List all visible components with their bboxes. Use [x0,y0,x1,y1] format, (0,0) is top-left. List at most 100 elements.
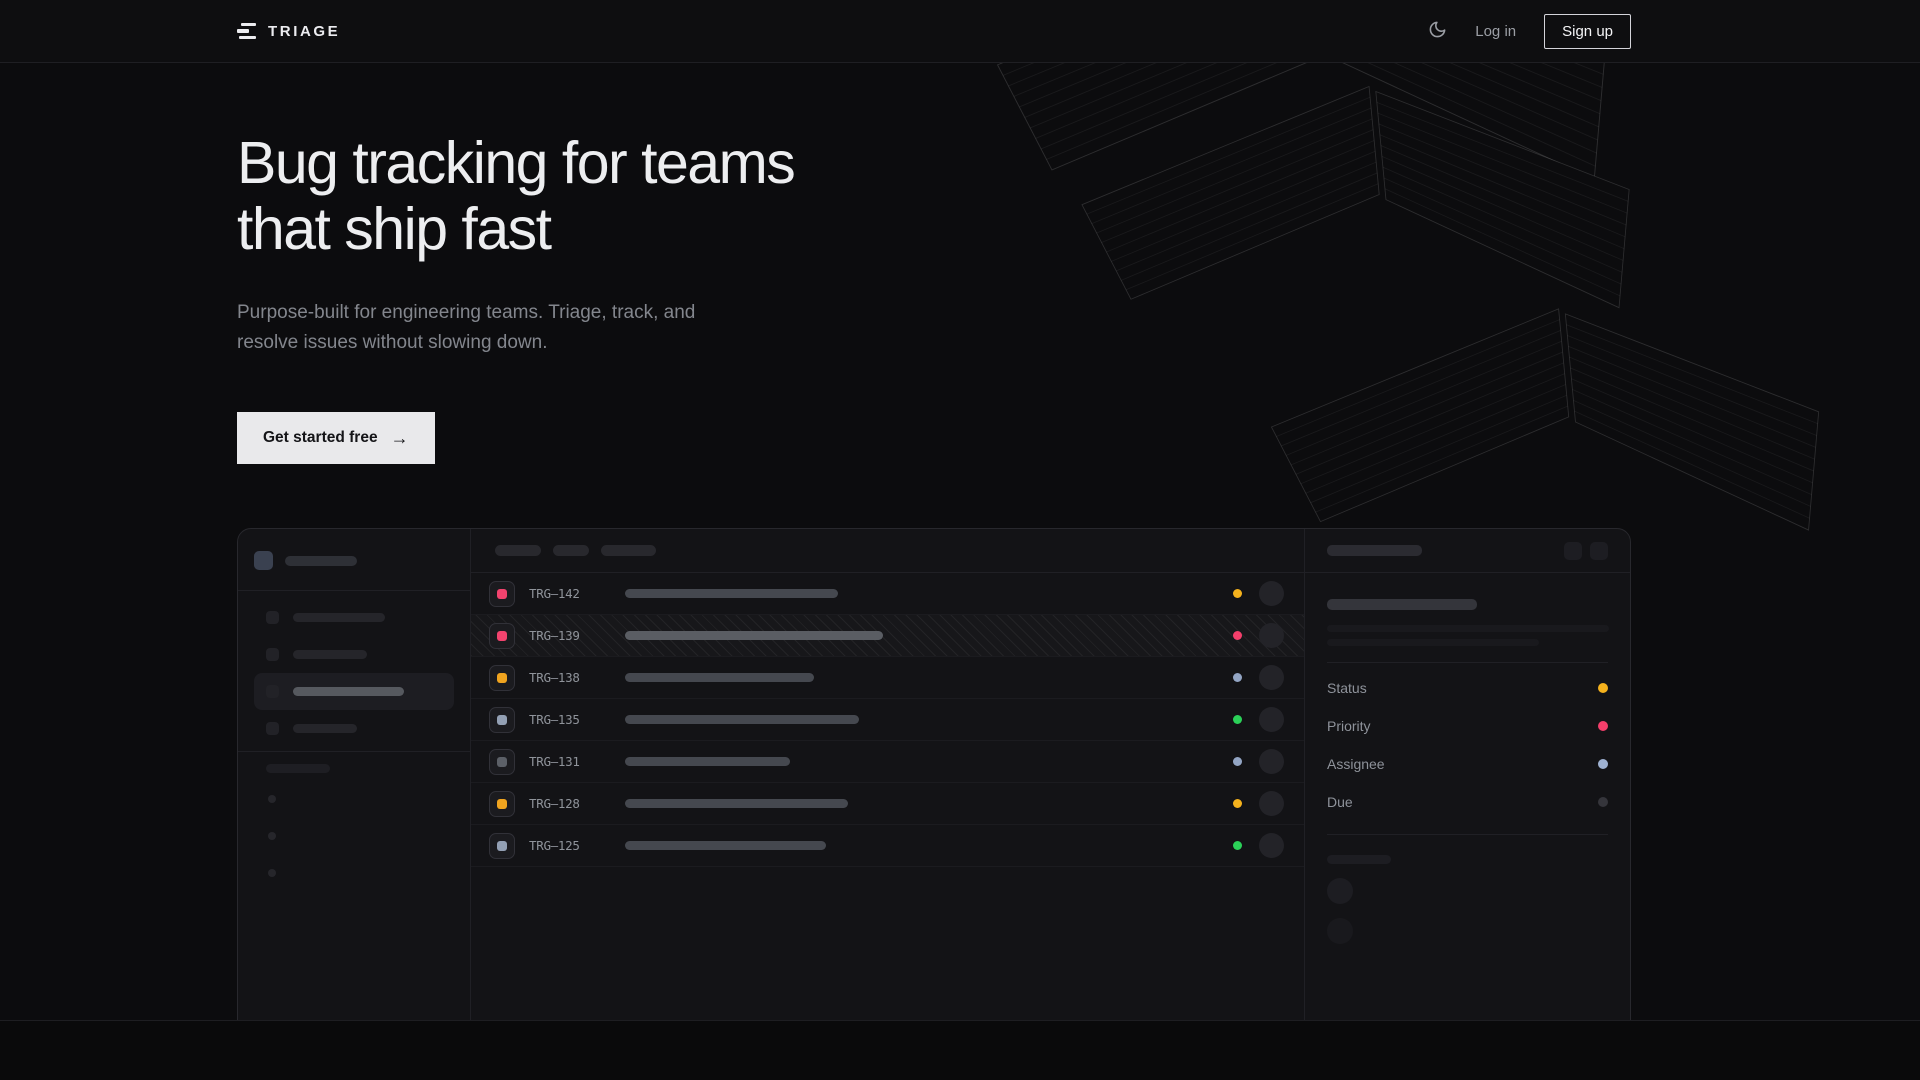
issue-id: TRG–128 [529,796,580,812]
arrow-right-icon: → [390,428,409,449]
issue-id: TRG–125 [529,838,580,854]
panel-field: Due [1327,783,1608,821]
tab-skeleton [495,545,541,557]
signup-button[interactable]: Sign up [1544,13,1631,49]
title-line-2: that ship fast [237,196,552,263]
issue-type-icon [489,622,515,649]
sidebar-dot-skeleton [268,832,276,841]
issue-row: TRG–139 [471,615,1304,658]
panel-divider [1327,662,1608,664]
get-started-button[interactable]: Get started free → [237,412,435,465]
status-dot [1233,631,1242,641]
status-dot [1233,757,1242,767]
assignee-avatar [1259,665,1284,691]
issue-row: TRG–138 [471,657,1304,700]
brand[interactable]: TRIAGE [237,22,341,40]
mockup-sidebar [238,529,471,1020]
panel-field-dot [1598,721,1608,732]
tab-skeleton [553,545,589,557]
panel-button-skeleton [1564,541,1582,560]
nav-label-skeleton [293,650,367,660]
nav-label-skeleton [293,687,404,697]
issue-row: TRG–125 [471,825,1304,868]
issue-row: TRG–128 [471,783,1304,826]
panel-field: Status [1327,669,1608,707]
issue-description-skeleton [1327,639,1539,647]
issue-id: TRG–138 [529,670,580,686]
login-link[interactable]: Log in [1475,22,1517,40]
navbar-inner: TRIAGE Log in Sign up [237,0,1631,62]
panel-divider [1327,834,1608,836]
sidebar-section-label-skeleton [266,764,330,774]
next-section-band [0,1020,1920,1080]
issue-type-icon [489,748,515,775]
nav-icon-skeleton [266,648,279,662]
sidebar-nav-skeleton [254,599,454,747]
issue-type-icon [489,790,515,817]
issue-title-skeleton [625,841,826,851]
sidebar-divider [238,751,470,753]
nav-label-skeleton [293,724,357,734]
navbar-actions: Log in Sign up [1428,13,1631,49]
nav-icon-skeleton [266,611,279,625]
title-line-1: Bug tracking for teams [237,130,796,196]
panel-header-skeleton [1327,545,1422,557]
hero-subtitle: Purpose-built for engineering teams. Tri… [237,302,696,353]
issue-title-skeleton [625,799,848,809]
issue-row: TRG–131 [471,741,1304,784]
sidebar-dot-skeleton [268,869,276,878]
nav-label-skeleton [293,613,385,623]
status-dot [1233,715,1242,725]
activity-avatar-skeleton [1327,878,1353,905]
theme-toggle-button[interactable] [1428,20,1447,42]
sidebar-nav-item-skeleton [254,599,454,636]
assignee-avatar [1259,833,1284,859]
issue-id: TRG–131 [529,754,580,770]
issue-title-skeleton [625,757,790,767]
moon-icon [1428,20,1447,42]
triage-logo-icon [237,22,257,40]
brand-name: TRIAGE [268,22,341,40]
panel-field-label: Assignee [1327,756,1385,773]
activity-label-skeleton [1327,855,1391,865]
issue-title-skeleton [1327,599,1477,611]
status-dot [1233,841,1242,851]
activity-avatar-skeleton [1327,918,1353,945]
issue-title-skeleton [625,589,838,599]
panel-field: Assignee [1327,745,1608,783]
issue-type-icon [489,580,515,607]
list-header-tabs-skeleton [471,529,1304,574]
sidebar-divider [238,590,470,592]
status-dot [1233,799,1242,809]
nav-icon-skeleton [266,722,279,736]
issue-title-skeleton [625,715,859,725]
panel-field-label: Due [1327,794,1353,811]
panel-field-dot [1598,759,1608,770]
assignee-avatar [1259,623,1284,649]
issue-type-icon [489,706,515,733]
panel-field-label: Status [1327,680,1367,697]
panel-button-skeleton [1590,541,1608,560]
issue-id: TRG–142 [529,586,580,602]
sidebar-nav-item-skeleton [254,710,454,747]
issue-type-icon [489,832,515,859]
issue-title-skeleton [625,673,814,683]
workspace-icon-skeleton [254,551,273,571]
issue-description-skeleton [1327,625,1609,633]
panel-field-dot [1598,683,1608,694]
navbar: TRIAGE Log in Sign up [0,0,1920,63]
panel-field-dot [1598,797,1608,808]
issue-title-skeleton [625,631,883,641]
sidebar-nav-item-skeleton-active [254,673,454,711]
status-dot [1233,589,1242,599]
issue-id: TRG–139 [529,628,580,644]
issue-row: TRG–135 [471,699,1304,742]
workspace-row-skeleton [254,551,454,571]
